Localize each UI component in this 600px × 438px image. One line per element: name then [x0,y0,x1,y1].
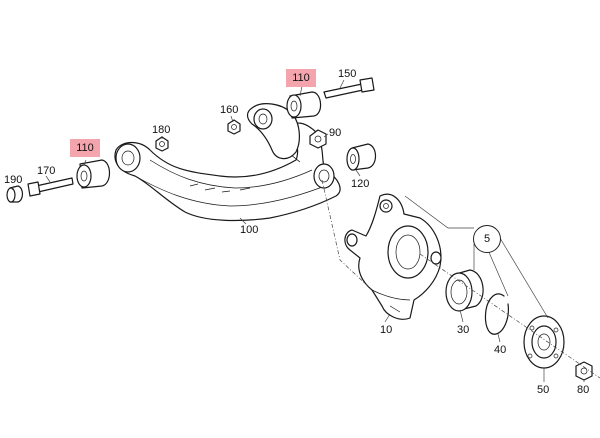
bolt-150-drawing [323,77,375,99]
part-5-text: 5 [483,233,491,245]
part-10-label: 10 [380,324,393,336]
knuckle-10-drawing [344,193,442,320]
part-40-label: 40 [494,344,507,356]
part-50-label: 50 [537,384,550,396]
bearing-30-drawing [445,269,484,312]
bushing-left-drawing [76,159,111,189]
part-180-label: 180 [152,124,171,136]
hub-axis-line [419,253,600,379]
part-110-left-text: 110 [76,142,94,154]
part-110-left-label: 110 [70,139,100,157]
nut-160-drawing [227,119,241,135]
hub-50-drawing [523,315,565,369]
cap-190-drawing [6,185,24,203]
bushing-top-drawing [286,91,322,119]
nut-80-drawing [575,361,593,381]
part-90-label: 90 [329,127,342,139]
bolt-170-drawing [27,177,74,197]
nut-180-drawing [155,136,169,152]
part-30-label: 30 [457,324,470,336]
assembly-axis-line [321,179,373,291]
control-arm-drawing [114,103,341,222]
part-90-drawing [309,129,327,149]
part-190-label: 190 [4,174,23,186]
circlip-40-drawing [484,293,509,335]
part-110-top-label: 110 [286,69,316,87]
part-150-label: 150 [338,68,357,80]
part-80-label: 80 [577,384,590,396]
part-170-label: 170 [37,165,56,177]
part-120-label: 120 [351,178,370,190]
part-160-label: 160 [220,104,239,116]
part-100-label: 100 [240,224,259,236]
part-5-callout: 5 [473,225,501,253]
part-110-top-text: 110 [292,72,310,84]
bushing-120-drawing [346,143,377,171]
